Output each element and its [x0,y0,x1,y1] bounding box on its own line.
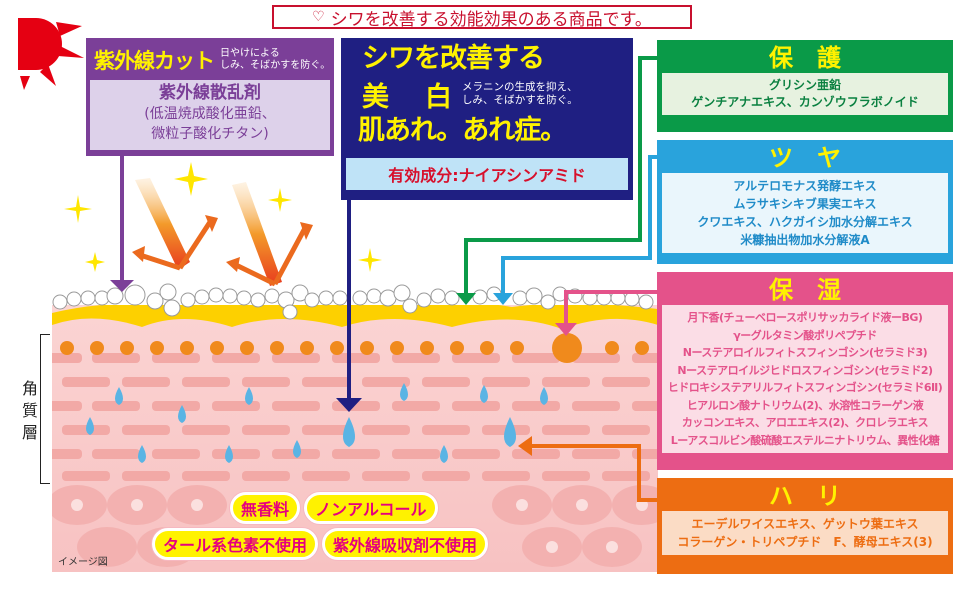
water-drops [86,383,548,463]
sun-icon [18,18,84,90]
ingredient-item: ヒドロキシステアリルフィトスフィンゴシン(セラミド6Ⅱ) [667,381,943,394]
uv-cut-title: 紫外線カット [94,49,215,73]
ingredient-item: クワエキス、ハクガイシ加水分解エキス [697,215,913,229]
uv-cut-subtitle: 日やけによるしみ、そばかすを防ぐ。 [220,48,331,71]
free-from-row-1: 無香料 ノンアルコール [230,492,438,524]
category-ingredients: エーデルワイスエキス、ゲットウ葉エキス コラーゲン・トリペプチド F、酵母エキス… [662,511,948,555]
orange-granules [60,333,649,363]
free-from-badge: 無香料 [230,492,301,524]
uv-ingredient-panel: 紫外線散乱剤 (低温焼成酸化亜鉛、 微粒子酸化チタン) [90,80,330,150]
ingredient-item: γーグルタミン酸ポリペプチド [733,328,877,342]
protect-arrow-icon [456,56,657,305]
category-title: 保湿 [769,276,865,304]
ingredient-item: ムラサキシキブ果実エキス [733,197,877,211]
diamond-icon: ♡ [312,9,325,25]
active-ingredient: 有効成分:ナイアシンアミド [346,158,628,190]
ingredient-item: ヒアルロン酸ナトリウム(2)、水溶性コラーゲン液 [686,398,924,412]
gloss-arrow-icon [493,155,657,305]
ingredient-item: カッコンエキス、アロエエキス(2)、クロレラエキス [681,416,929,429]
ingredient-item: コラーゲン・トリペプチド F、酵母エキス(3) [677,535,933,549]
ingredient-item: Nーステアロイルフィトスフィンゴシン(セラミド3) [682,346,928,359]
ingredient-item: Nーステアロイルジヒドロスフィンゴシン(セラミド2) [677,363,933,377]
skin-layers [52,305,658,567]
ingredient-item: エーデルワイスエキス、ゲットウ葉エキス [691,517,919,531]
claim-whitening-row: 美 白 メラニンの生成を抑え、しみ、そばかすを防ぐ。 [346,76,628,113]
free-from-badge: ノンアルコール [304,492,438,524]
category-title: ツヤ [769,144,865,172]
uv-arrow-icon [110,156,134,292]
category-title: 保護 [769,44,865,72]
banner-text: シワを改善する効能効果のある商品です。 [330,9,652,30]
free-from-badge: タール系色素不使用 [152,528,319,560]
claim-whitening-char: 白 [425,81,452,113]
layer-bracket [40,334,50,484]
ingredient-item: 月下香(チューベロースポリサッカライド液ーBG) [687,311,923,324]
firmness-arrow-icon [518,436,657,502]
free-from-badge: 紫外線吸収剤不使用 [322,528,489,560]
claim-wrinkle: シワを改善する [362,43,545,74]
category-ingredients: アルテロモナス発酵エキス ムラサキシキブ果実エキス クワエキス、ハクガイシ加水分… [662,173,948,253]
claim-whitening-desc: メラニンの生成を抑え、しみ、そばかすを防ぐ。 [462,81,578,106]
main-claim-box: シワを改善する 美 白 メラニンの生成を抑え、しみ、そばかすを防ぐ。 肌あれ。あれ… [341,38,633,200]
surface-bubbles [52,283,654,320]
category-title: ハリ [769,482,865,510]
stratum-corneum-label: 角質層 [22,379,39,442]
uv-ingredient-line: (低温焼成酸化亜鉛、 [144,106,276,122]
uv-ingredient-main: 紫外線散乱剤 [159,83,261,103]
skin-diagram [52,305,658,572]
claim-rough-skin: 肌あれ。あれ症。 [358,115,567,146]
ingredient-item: 米糠抽出物加水分解液A [740,233,870,247]
ingredient-item: ゲンチアナエキス、カンゾウフラボノイド [691,95,919,109]
uv-cut-box: 紫外線カット 日やけによるしみ、そばかすを防ぐ。 紫外線散乱剤 (低温焼成酸化亜… [86,38,334,156]
claim-whitening-char: 美 [362,81,389,113]
category-moisture: 保湿 月下香(チューベロースポリサッカライド液ーBG) γーグルタミン酸ポリペプ… [657,272,953,470]
top-banner: ♡ シワを改善する効能効果のある商品です。 [272,5,692,30]
category-firmness: ハリ エーデルワイスエキス、ゲットウ葉エキス コラーゲン・トリペプチド F、酵母… [657,478,953,574]
category-ingredients: グリシン亜鉛 ゲンチアナエキス、カンゾウフラボノイド [662,73,948,115]
category-protect: 保護 グリシン亜鉛 ゲンチアナエキス、カンゾウフラボノイド [657,40,953,132]
ingredient-item: アルテロモナス発酵エキス [733,179,877,193]
whitening-arrow-icon [336,200,362,412]
ingredient-item: グリシン亜鉛 [768,78,841,92]
moisture-arrow-icon [555,290,657,336]
free-from-row-2: タール系色素不使用 紫外線吸収剤不使用 [152,528,489,560]
ingredient-item: Lーアスコルビン酸硫酸エステルニナトリウム、異性化糖 [670,433,940,447]
uv-ingredient-line: 微粒子酸化チタン) [151,126,269,142]
image-note: イメージ図 [58,557,108,568]
sparkle-icons [64,162,382,272]
category-gloss: ツヤ アルテロモナス発酵エキス ムラサキシキブ果実エキス クワエキス、ハクガイシ… [657,140,953,264]
category-ingredients: 月下香(チューベロースポリサッカライド液ーBG) γーグルタミン酸ポリペプチド … [662,305,948,453]
